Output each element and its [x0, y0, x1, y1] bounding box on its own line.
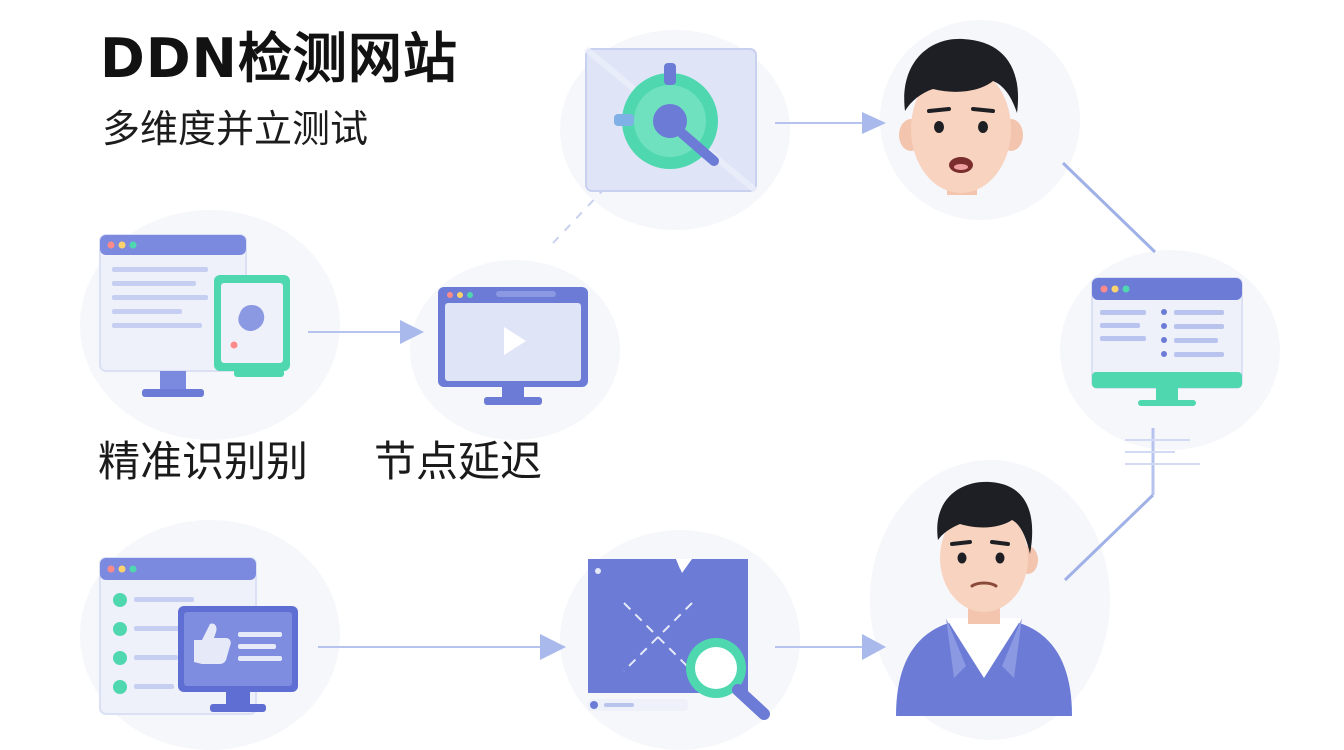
- dashed-connector: [552, 189, 604, 244]
- page-subtitle: 多维度并立测试: [102, 107, 369, 151]
- arrow-head: [540, 634, 566, 660]
- diagonal-connector: [1061, 161, 1157, 254]
- diagonal-connector: [1063, 493, 1155, 582]
- arrow-head: [862, 634, 886, 660]
- thumbs-up-monitor-icon: [178, 606, 298, 712]
- radar-search-icon: [584, 46, 758, 194]
- arrow-head: [400, 320, 424, 344]
- caption-accuracy: 精准识别别: [98, 437, 309, 486]
- magnifier-icon: [686, 638, 770, 720]
- worried-person-icon: [899, 38, 1023, 195]
- browser-monitor-icon: [99, 234, 247, 397]
- arrow-head: [862, 112, 886, 134]
- caption-latency: 节点延迟: [374, 437, 543, 486]
- tablet-icon: [214, 275, 290, 377]
- user-portrait-icon: [896, 481, 1072, 716]
- video-player-icon: [438, 287, 588, 405]
- page-title: DDN检测网站: [100, 27, 458, 90]
- analytics-monitor-icon: [1091, 277, 1243, 406]
